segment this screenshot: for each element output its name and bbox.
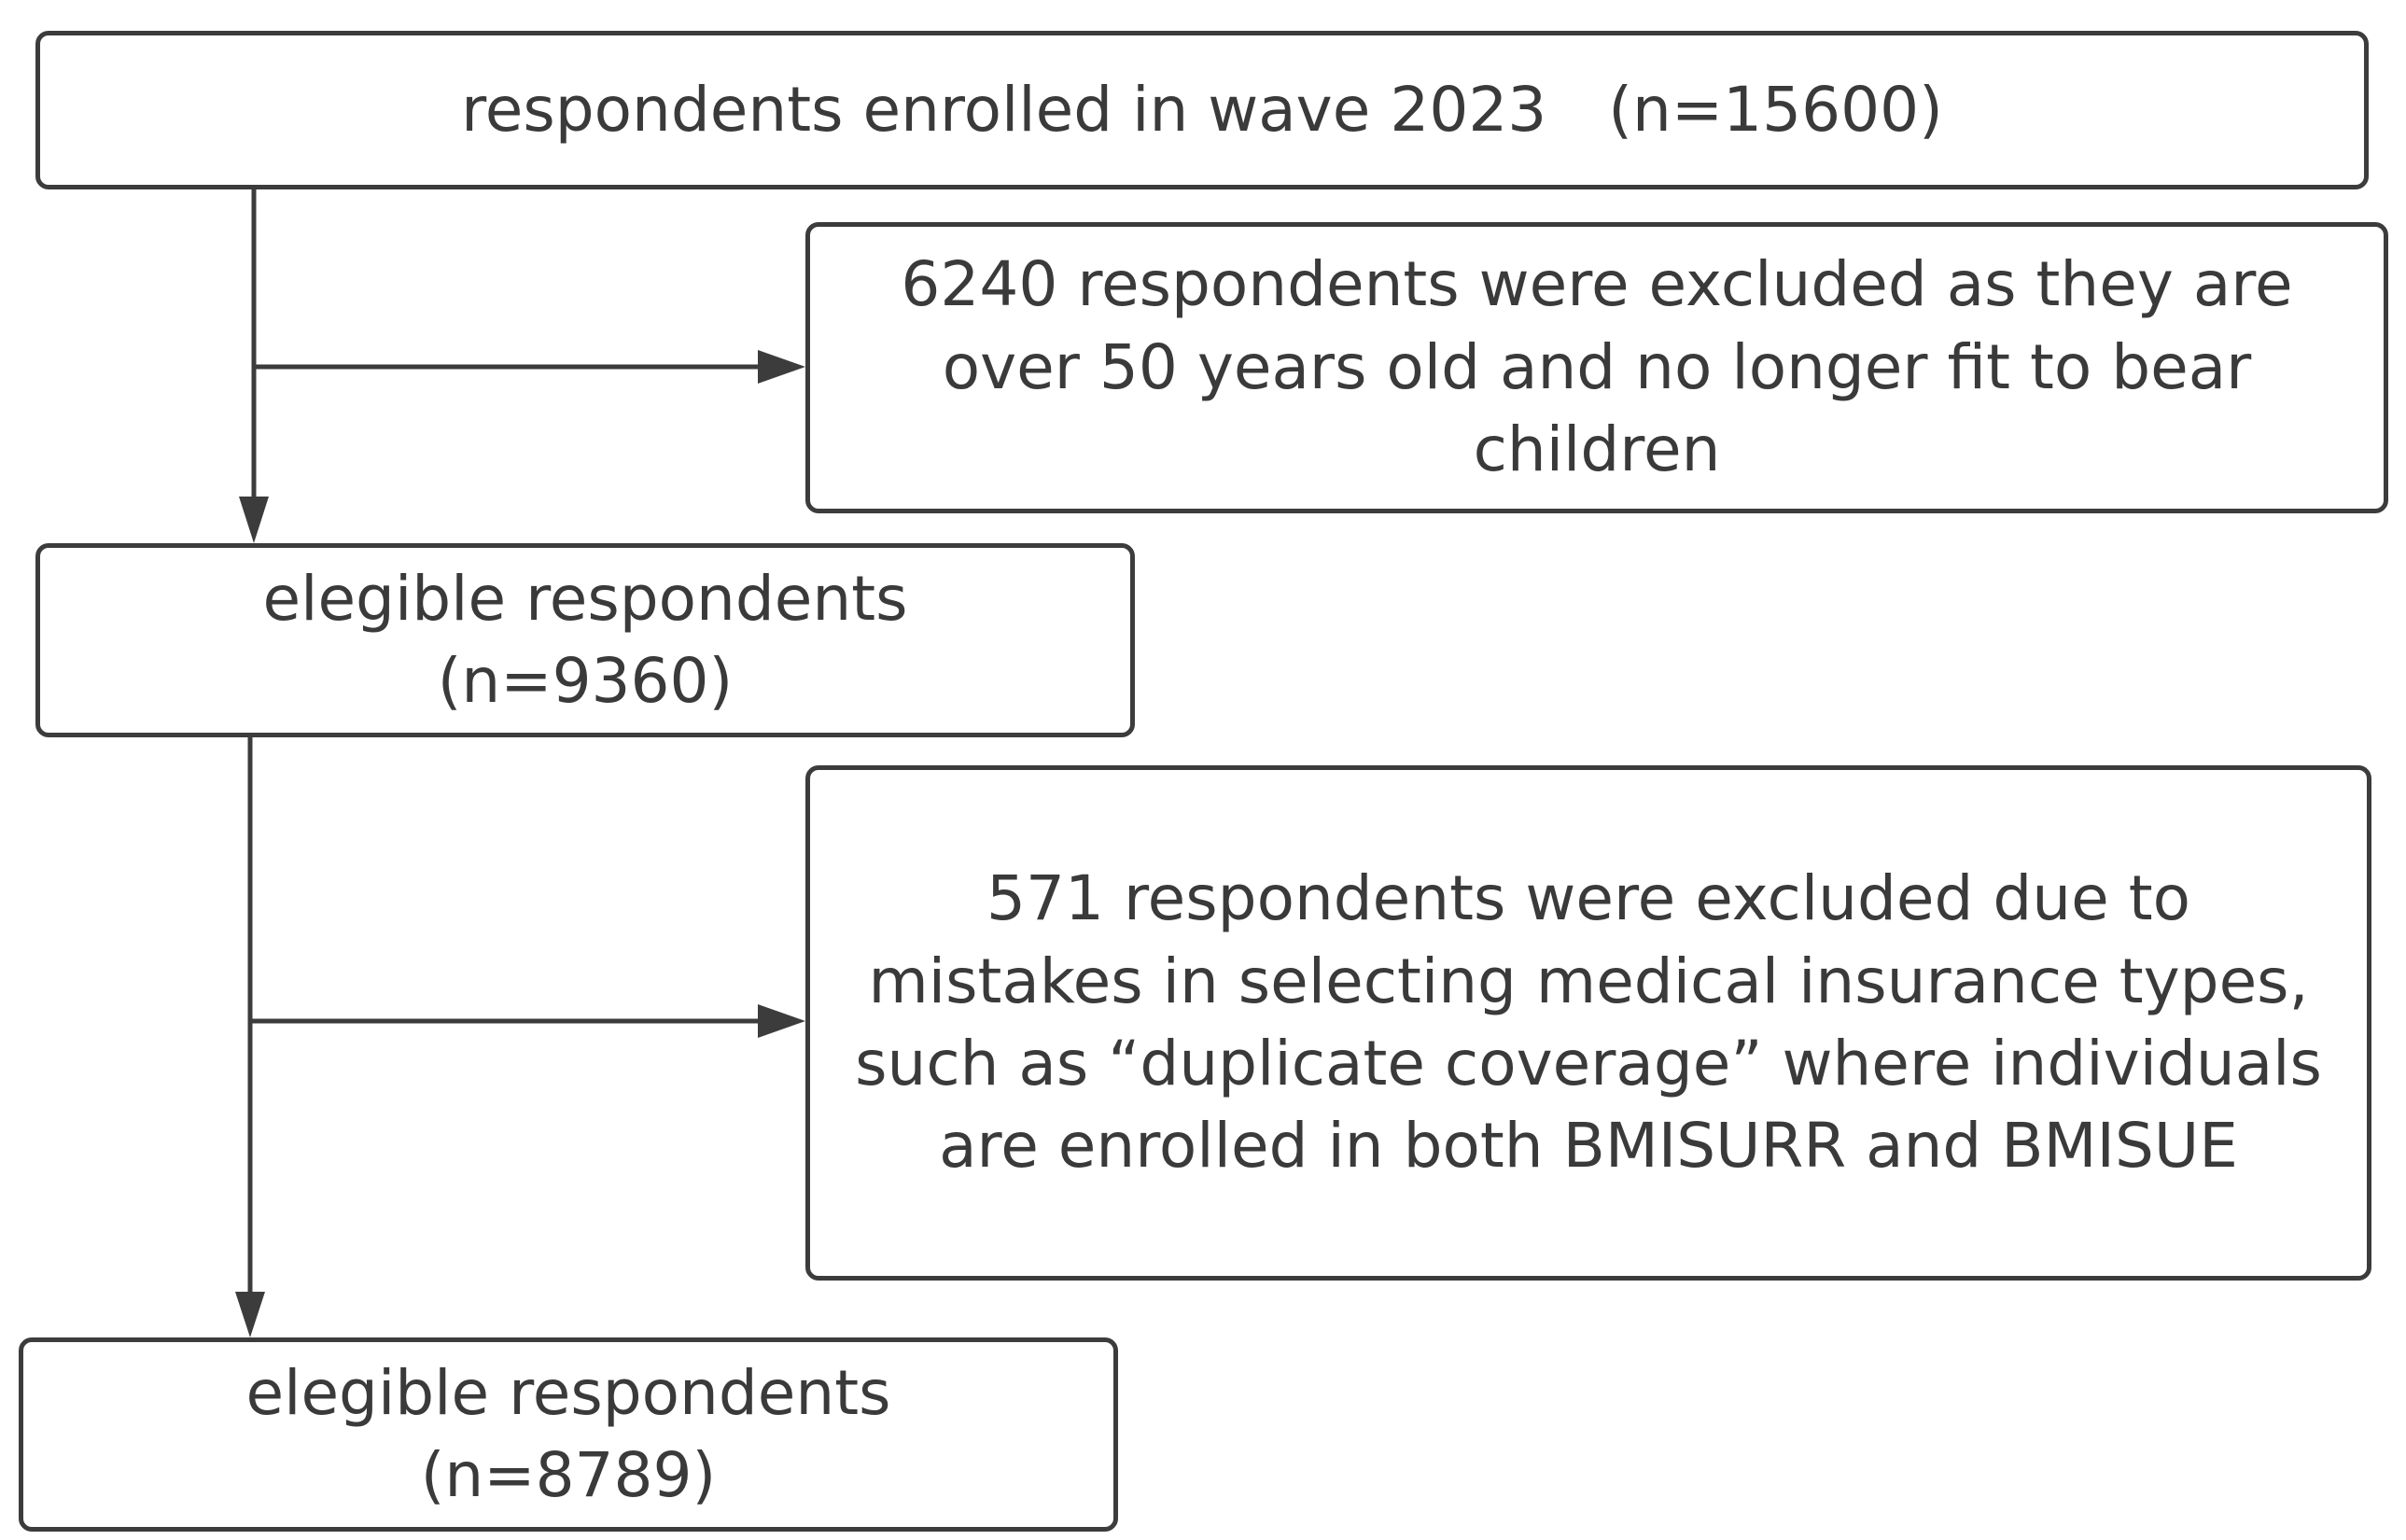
eligible-box-2-count: (n=8789) bbox=[420, 1439, 717, 1511]
excluded-age-box: 6240 respondents were excluded as they a… bbox=[805, 222, 2388, 513]
eligible-box-1: elegible respondents (n=9360) bbox=[35, 543, 1135, 737]
arrowhead-excluded-insurance bbox=[758, 1004, 805, 1038]
eligible-box-2: elegible respondents (n=8789) bbox=[19, 1337, 1118, 1532]
eligible-box-1-label: elegible respondents bbox=[262, 562, 908, 635]
eligible-box-2-text: elegible respondents (n=8789) bbox=[228, 1352, 910, 1518]
arrowhead-excluded-age bbox=[758, 350, 805, 384]
eligible-box-2-label: elegible respondents bbox=[245, 1356, 891, 1429]
excluded-insurance-text: 571 respondents were excluded due to mis… bbox=[855, 862, 2322, 1183]
arrowhead-eligible-1 bbox=[239, 497, 269, 543]
enrolled-text: respondents enrolled in wave 2023 (n=156… bbox=[461, 73, 1943, 146]
eligible-box-1-count: (n=9360) bbox=[437, 645, 734, 717]
enrolled-box: respondents enrolled in wave 2023 (n=156… bbox=[35, 31, 2369, 189]
excluded-insurance-box: 571 respondents were excluded due to mis… bbox=[805, 765, 2371, 1281]
excluded-age-text: 6240 respondents were excluded as they a… bbox=[901, 248, 2293, 486]
eligible-box-1-text: elegible respondents (n=9360) bbox=[245, 558, 927, 723]
arrowhead-eligible-2 bbox=[235, 1292, 265, 1337]
